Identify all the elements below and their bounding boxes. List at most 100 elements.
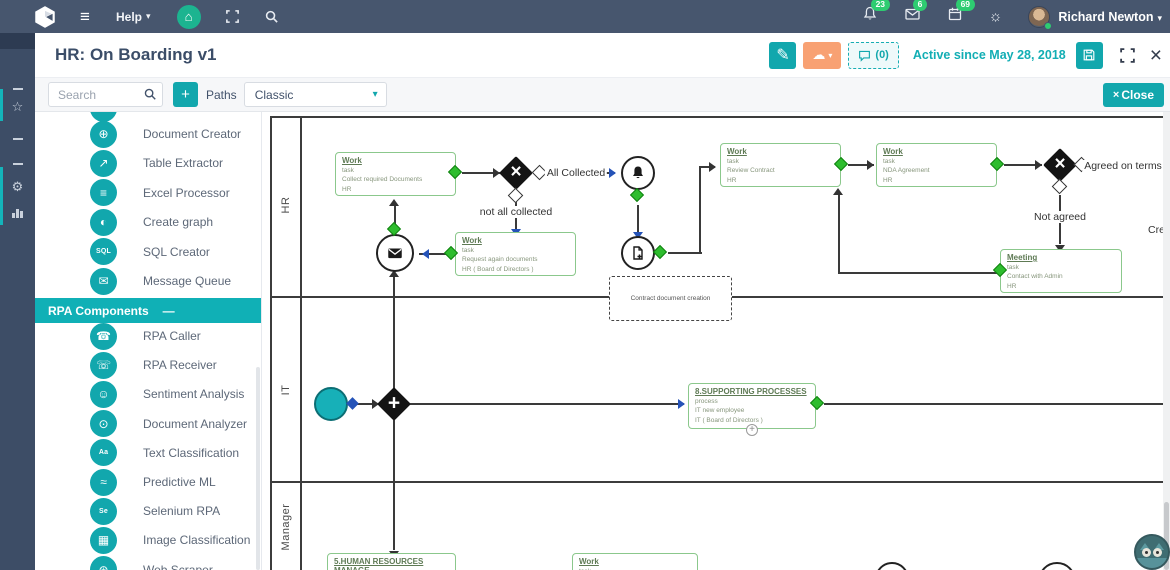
flow-arrowhead (867, 160, 879, 170)
lane-boundary (270, 116, 272, 570)
chevron-down-icon: ▾ (146, 11, 151, 21)
flow-arrowhead (1035, 160, 1047, 170)
bpmn-event-start[interactable] (314, 387, 348, 421)
canvas-vertical-scrollbar[interactable] (1163, 112, 1170, 570)
sidebar-item-label: Message Queue (143, 274, 232, 288)
connection-port-green[interactable] (629, 187, 645, 203)
fullscreen-icon[interactable] (1119, 47, 1136, 64)
close-panel-button[interactable]: ×Close (1102, 83, 1164, 107)
sidebar-item-sentiment-analysis[interactable]: ☺Sentiment Analysis (35, 380, 261, 409)
strip-item-bar-chart[interactable] (0, 198, 35, 226)
scrollbar-thumb[interactable] (1164, 502, 1169, 570)
sidebar-section-rpa-components[interactable]: RPA Components — (35, 298, 261, 323)
sidebar-scrollbar[interactable] (256, 367, 260, 570)
comment-bubble-icon (859, 50, 871, 62)
task-title: Work (462, 236, 482, 245)
export-dropdown-button[interactable]: ☁▾ (803, 41, 842, 69)
bpmn-event-plain[interactable] (1038, 562, 1076, 570)
image-grid-icon: ▦ (90, 526, 117, 554)
user-menu[interactable]: Richard Newton▾ (1058, 10, 1162, 24)
flow-arrowhead (833, 183, 843, 195)
bpmn-gateway-plus[interactable]: + (377, 387, 411, 421)
strip-item-dash[interactable] (0, 150, 35, 178)
sidebar-item-web-scraper[interactable]: ⊛Web Scraper (35, 555, 261, 570)
notifications-bell-icon[interactable]: 23 (862, 0, 891, 27)
search-input[interactable] (48, 82, 163, 107)
connection-port-blue[interactable] (346, 397, 359, 410)
sidebar-item-document-analyzer[interactable]: ⊙Document Analyzer (35, 409, 261, 438)
sidebar-item-table-extractor[interactable]: ↗Table Extractor (35, 149, 261, 178)
strip-item-gear[interactable]: ⚙ (11, 179, 24, 194)
edit-button[interactable]: ✎ (769, 41, 797, 69)
bpmn-task[interactable]: 5.HUMAN RESOURCES MANAGE...process (327, 553, 456, 570)
sidebar-item-predictive-ml[interactable]: ≈Predictive ML (35, 468, 261, 497)
strip-item-dash[interactable] (0, 125, 35, 153)
comments-button[interactable]: (0) (848, 41, 899, 69)
fullscreen-icon[interactable] (225, 9, 240, 24)
bpmn-event-envelope[interactable] (376, 234, 414, 272)
flow-line (419, 253, 454, 255)
save-button[interactable] (1075, 41, 1103, 69)
sidebar-item-create-graph[interactable]: ◐Create graph (35, 208, 261, 237)
menu-icon[interactable]: ≡ (80, 6, 90, 26)
flow-arrowhead (678, 399, 690, 409)
sidebar-item-rpa-caller[interactable]: ☎RPA Caller (35, 322, 261, 351)
bpmn-event-document-plus[interactable] (621, 236, 655, 270)
bpmn-group-box[interactable]: Contract document creation (609, 276, 732, 321)
spreadsheet-icon: ≡ (90, 179, 117, 207)
close-icon[interactable]: × (1149, 43, 1162, 67)
messages-icon[interactable]: 6 (904, 0, 928, 27)
page-title: HR: On Boarding v1 (55, 45, 217, 64)
task-detail-line: task (727, 158, 739, 165)
add-path-button[interactable]: + (173, 82, 198, 107)
subprocess-expand-icon[interactable]: + (746, 424, 758, 436)
lane-label-manager: Manager (280, 503, 292, 551)
chevron-down-icon: ▾ (828, 50, 833, 60)
sidebar-item-image-classification[interactable]: ▦Image Classification (35, 526, 261, 555)
condition-diamond[interactable] (507, 187, 524, 204)
flow-line (1004, 164, 1042, 166)
bpmn-event-bell[interactable] (621, 156, 655, 190)
table-export-icon: ↗ (90, 149, 117, 177)
flow-arrowhead (372, 399, 384, 409)
task-title: 8.SUPPORTING PROCESSES (695, 387, 807, 396)
connection-port-green[interactable] (652, 244, 668, 260)
strip-item-star[interactable]: ☆ (11, 99, 24, 114)
help-menu[interactable]: Help▾ (116, 10, 151, 24)
chat-widget[interactable] (1134, 534, 1170, 570)
sidebar-item-excel-processor[interactable]: ≡Excel Processor (35, 178, 261, 207)
sidebar-item-document-creator[interactable]: ⊕Document Creator (35, 120, 261, 149)
app-logo-icon[interactable] (32, 4, 58, 30)
user-avatar[interactable] (1028, 5, 1053, 30)
sidebar-item-label: Document Creator (143, 127, 242, 141)
search-icon[interactable] (143, 87, 157, 101)
bpmn-event-plain[interactable] (875, 562, 909, 570)
flow-line (699, 167, 701, 254)
calendar-icon[interactable]: 69 (947, 0, 976, 27)
sidebar-item-message-queue[interactable]: ✉Message Queue (35, 267, 261, 296)
bpmn-gateway-x[interactable]: × (499, 156, 533, 190)
home-button[interactable]: ⌂ (176, 4, 201, 29)
sidebar-item-rpa-receiver[interactable]: ☏RPA Receiver (35, 351, 261, 380)
search-icon[interactable] (264, 9, 279, 24)
path-select[interactable]: Classic ▾ (243, 82, 387, 107)
task-detail-line: Request again documents (462, 256, 538, 264)
bpmn-gateway-x[interactable]: × (1043, 148, 1077, 182)
theme-settings-icon[interactable]: ☼ (988, 8, 1003, 25)
strip-item-dash[interactable] (0, 75, 35, 103)
task-detail-line: HR (342, 185, 352, 193)
flow-arrowhead (417, 249, 429, 259)
save-icon (1083, 49, 1095, 61)
flow-arrowhead (389, 194, 399, 206)
